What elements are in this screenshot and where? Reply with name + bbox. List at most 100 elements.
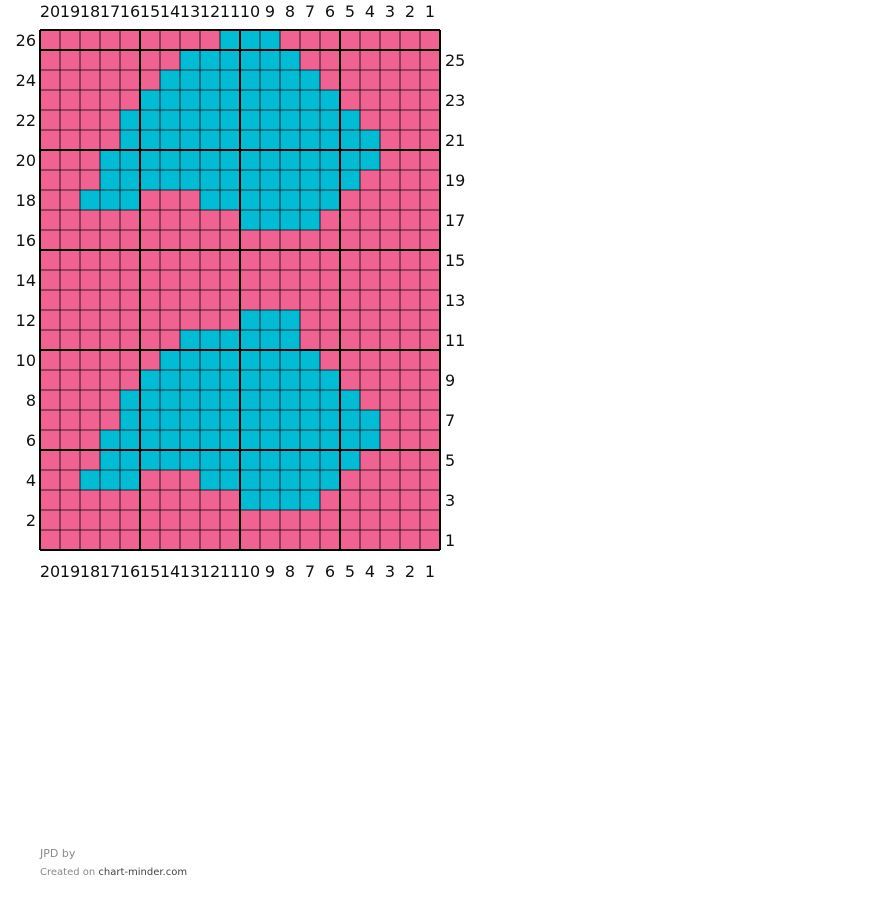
- chart-cell: [140, 110, 160, 130]
- chart-cell: [40, 370, 60, 390]
- chart-cell: [140, 490, 160, 510]
- chart-cell: [120, 110, 140, 130]
- chart-cell: [140, 70, 160, 90]
- chart-cell: [340, 190, 360, 210]
- column-number-bottom: 1: [425, 562, 435, 581]
- column-number-top: 3: [385, 2, 395, 21]
- chart-cell: [40, 330, 60, 350]
- column-number-top: 5: [345, 2, 355, 21]
- chart-cell: [400, 410, 420, 430]
- chart-cell: [360, 530, 380, 550]
- column-number-bottom: 3: [385, 562, 395, 581]
- chart-cell: [380, 110, 400, 130]
- chart-cell: [80, 370, 100, 390]
- chart-cell: [420, 470, 440, 490]
- chart-cell: [300, 310, 320, 330]
- chart-title-suffix: by: [61, 847, 76, 860]
- chart-cell: [420, 30, 440, 50]
- chart-cell: [40, 30, 60, 50]
- chart-cell: [80, 350, 100, 370]
- chart-cell: [280, 90, 300, 110]
- chart-cell: [60, 50, 80, 70]
- credit-site-link[interactable]: chart-minder.com: [98, 867, 188, 878]
- chart-cell: [120, 70, 140, 90]
- chart-cell: [220, 470, 240, 490]
- chart-cell: [360, 270, 380, 290]
- column-number-bottom: 15: [140, 562, 160, 581]
- chart-cell: [260, 410, 280, 430]
- chart-cell: [100, 470, 120, 490]
- chart-cell: [420, 290, 440, 310]
- chart-cell: [240, 350, 260, 370]
- chart-cell: [160, 310, 180, 330]
- chart-cell: [320, 330, 340, 350]
- chart-cell: [240, 430, 260, 450]
- chart-cell: [160, 210, 180, 230]
- chart-cell: [300, 410, 320, 430]
- chart-cell: [380, 250, 400, 270]
- chart-cell: [160, 90, 180, 110]
- chart-cell: [80, 450, 100, 470]
- chart-cell: [40, 410, 60, 430]
- chart-cell: [300, 390, 320, 410]
- chart-cell: [100, 30, 120, 50]
- chart-cell: [400, 230, 420, 250]
- chart-cell: [380, 90, 400, 110]
- chart-cell: [60, 470, 80, 490]
- chart-cell: [60, 30, 80, 50]
- chart-cell: [400, 190, 420, 210]
- column-number-bottom: 13: [180, 562, 200, 581]
- chart-cell: [300, 250, 320, 270]
- column-number-bottom: 5: [345, 562, 355, 581]
- chart-cell: [260, 330, 280, 350]
- chart-cell: [80, 330, 100, 350]
- chart-cell: [420, 430, 440, 450]
- column-number-bottom: 12: [200, 562, 220, 581]
- chart-cell: [100, 510, 120, 530]
- chart-cell: [340, 430, 360, 450]
- chart-cell: [260, 470, 280, 490]
- chart-cell: [80, 410, 100, 430]
- chart-cell: [340, 330, 360, 350]
- chart-cell: [140, 370, 160, 390]
- chart-cell: [200, 470, 220, 490]
- chart-cell: [260, 310, 280, 330]
- row-number-right: 23: [445, 91, 465, 110]
- chart-cell: [240, 210, 260, 230]
- chart-cell: [260, 110, 280, 130]
- chart-cell: [120, 230, 140, 250]
- chart-cell: [60, 350, 80, 370]
- chart-cell: [340, 150, 360, 170]
- chart-cell: [260, 450, 280, 470]
- chart-cell: [120, 450, 140, 470]
- chart-cell: [240, 390, 260, 410]
- chart-cell: [160, 170, 180, 190]
- chart-cell: [280, 230, 300, 250]
- chart-cell: [320, 470, 340, 490]
- row-number-left: 14: [16, 271, 36, 290]
- chart-cell: [260, 250, 280, 270]
- chart-cell: [380, 70, 400, 90]
- column-number-top: 8: [285, 2, 295, 21]
- chart-cell: [380, 210, 400, 230]
- chart-cell: [280, 170, 300, 190]
- chart-cell: [80, 530, 100, 550]
- chart-cell: [340, 110, 360, 130]
- chart-cell: [80, 210, 100, 230]
- chart-cell: [160, 450, 180, 470]
- column-number-top: 12: [200, 2, 220, 21]
- chart-cell: [80, 490, 100, 510]
- chart-cell: [360, 210, 380, 230]
- chart-cell: [360, 50, 380, 70]
- chart-cell: [80, 290, 100, 310]
- chart-cell: [260, 490, 280, 510]
- chart-cell: [280, 270, 300, 290]
- row-number-left: 18: [16, 191, 36, 210]
- row-number-right: 25: [445, 51, 465, 70]
- chart-cell: [200, 250, 220, 270]
- chart-cell: [120, 170, 140, 190]
- column-number-bottom: 4: [365, 562, 375, 581]
- chart-cell: [340, 90, 360, 110]
- chart-cell: [140, 190, 160, 210]
- chart-cell: [160, 70, 180, 90]
